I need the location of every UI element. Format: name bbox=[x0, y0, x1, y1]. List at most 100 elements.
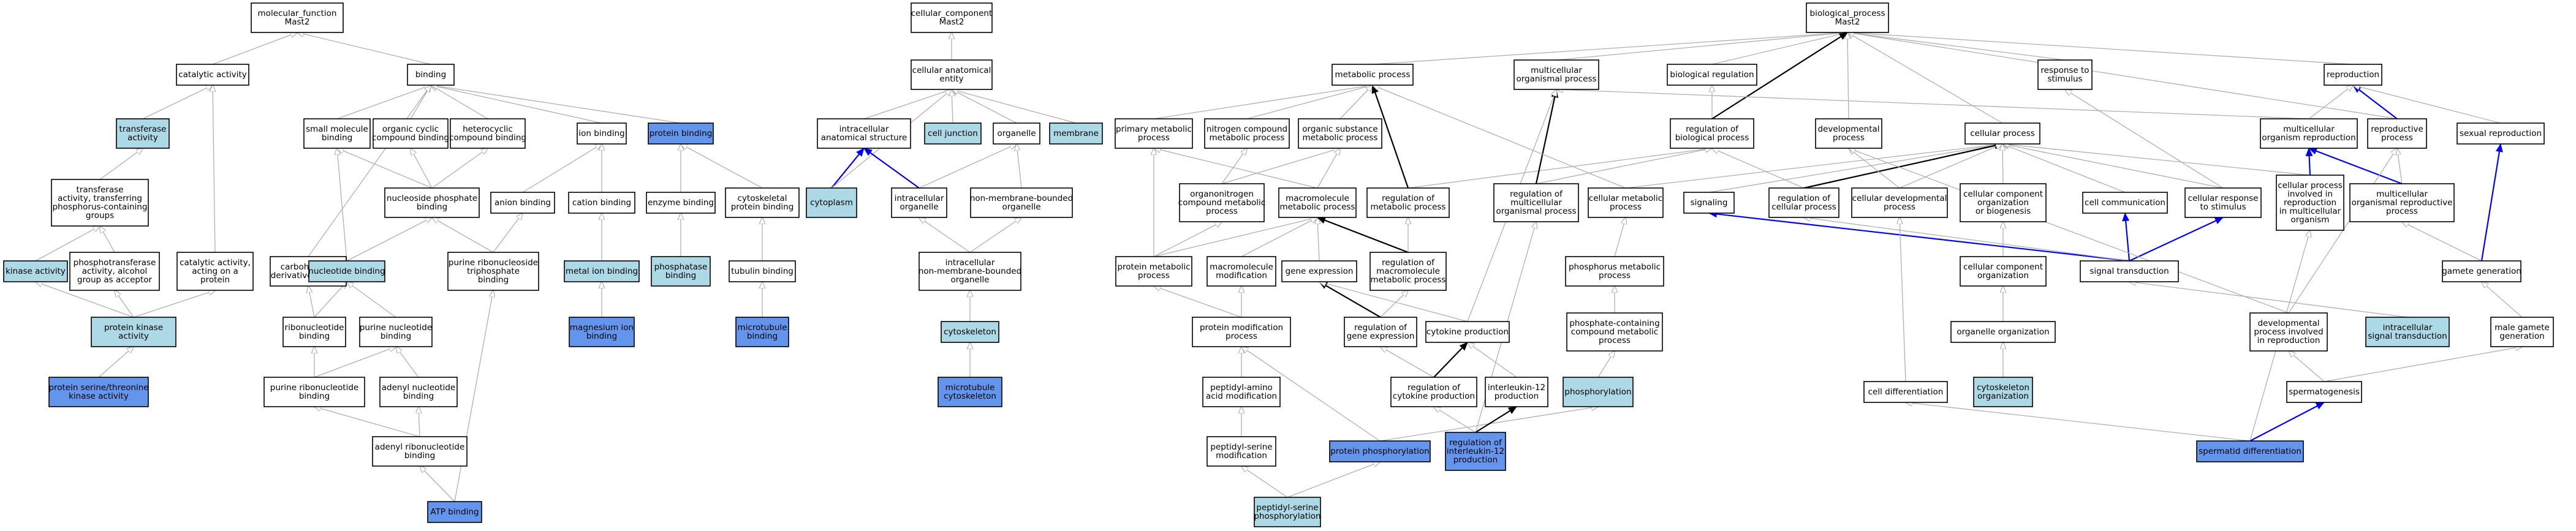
term-node-cytoskeleton[interactable]: cytoskeleton bbox=[941, 321, 999, 343]
term-node-phosphorylation[interactable]: phosphorylation bbox=[1563, 377, 1634, 407]
term-node-metal-ion-binding[interactable]: metal ion binding bbox=[564, 260, 640, 282]
term-node-membrane[interactable]: membrane bbox=[1049, 122, 1103, 145]
term-node-cell-differentiation[interactable]: cell differentiation bbox=[1863, 381, 1948, 403]
term-node-organelle-organization[interactable]: organelle organization bbox=[1950, 321, 2056, 343]
term-node-reproduction[interactable]: reproduction bbox=[2324, 64, 2382, 86]
term-node-cell-communication[interactable]: cell communication bbox=[2082, 192, 2168, 214]
term-node-cytokine-production[interactable]: cytokine production bbox=[1425, 321, 1510, 343]
term-node-gene-expression[interactable]: gene expression bbox=[1281, 260, 1357, 282]
term-node-organelle[interactable]: organelle bbox=[993, 122, 1040, 145]
term-node-cellular-process[interactable]: cellular process bbox=[1964, 122, 2040, 145]
term-node-sexual-reproduction[interactable]: sexual reproduction bbox=[2457, 122, 2545, 145]
term-node-ion-binding[interactable]: ion binding bbox=[577, 122, 627, 145]
term-node-catalytic-activity[interactable]: catalytic activity bbox=[176, 64, 249, 86]
term-node-anion-binding[interactable]: anion binding bbox=[490, 192, 555, 214]
term-node-atp-binding[interactable]: ATP binding bbox=[427, 501, 482, 523]
term-node-tubulin-binding[interactable]: tubulin binding bbox=[729, 260, 796, 282]
term-node-enzyme-binding[interactable]: enzyme binding bbox=[646, 192, 716, 214]
term-node-nucleotide-binding[interactable]: nucleotide binding bbox=[308, 260, 385, 282]
term-node-binding[interactable]: binding bbox=[407, 64, 455, 86]
term-node-spermatid-differentiation[interactable]: spermatid differentiation bbox=[2196, 440, 2304, 462]
term-node-protein-phosphorylation[interactable]: protein phosphorylation bbox=[1329, 440, 1431, 462]
term-node-cation-binding[interactable]: cation binding bbox=[568, 192, 635, 214]
term-node-spermatogenesis[interactable]: spermatogenesis bbox=[2286, 381, 2362, 403]
term-node-kinase-activity[interactable]: kinase activity bbox=[3, 260, 68, 282]
term-node-cell-junction[interactable]: cell junction bbox=[924, 122, 982, 145]
term-node-gamete-generation[interactable]: gamete generation bbox=[2442, 260, 2521, 282]
term-node-biological-regulation[interactable]: biological regulation bbox=[1667, 64, 1757, 86]
term-node-cytoplasm[interactable]: cytoplasm bbox=[806, 187, 857, 218]
term-node-signaling[interactable]: signaling bbox=[1683, 192, 1735, 214]
term-node-intracellular-non-membrane-bounded-organelle[interactable]: intracellularnon-membrane-boundedorganel… bbox=[919, 252, 1021, 291]
term-node-protein-binding[interactable]: protein binding bbox=[648, 122, 714, 145]
term-node-signal-transduction[interactable]: signal transduction bbox=[2080, 260, 2179, 282]
term-node-metabolic-process[interactable]: metabolic process bbox=[1332, 64, 1414, 86]
